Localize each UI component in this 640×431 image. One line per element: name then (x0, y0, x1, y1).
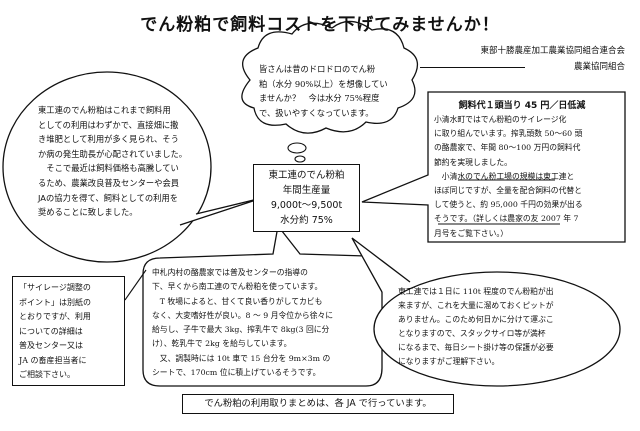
text-line: についての詳細は (19, 326, 83, 336)
top-thought-cloud (241, 20, 419, 134)
page-title: でん粉粕で飼料コストを下げてみませんか！ (140, 15, 500, 35)
right-oval-text: 東工連では１日に 110t 程度のでん粉粕が出 来ますが、これを大量に溜めておく… (398, 285, 598, 369)
text-line: 普及センター又は (19, 341, 83, 350)
text-line: とおりですが、利用 (19, 312, 91, 321)
text-line: そこで最近は飼料価格も高騰してい (38, 163, 179, 174)
text-line: 小清水のでん粉工場の規模は東工連と (434, 171, 575, 181)
box-line: 水分約 75% (280, 215, 333, 226)
text-line: T 牧場によると、甘くて良い香りがしてカビも (152, 296, 323, 306)
text-line: になるまで、毎日シート掛け等の保護が必要 (398, 343, 554, 352)
text-line: か病の発生助長が心配されていました。 (38, 148, 188, 159)
text-line: 給与し、子牛で最大 3kg、搾乳牛で 8kg(3 回に分 (152, 325, 330, 335)
org-cooperative: 農業協同組合 (573, 62, 625, 72)
text-line: に取り組んでいます。搾乳頭数 50～60 頭 (434, 129, 583, 139)
left-speech-oval (2, 71, 212, 263)
text-line: き堆肥として利用が多く見られ、そう (38, 134, 179, 145)
middle-bubble-text: 中札内村の酪農家では普及センターの指導の 下、早くから南工連のでん粉粕を使ってい… (152, 266, 378, 380)
text-line: としての利用はわずかで、直接畑に撒 (38, 119, 179, 130)
text-line: 奨めることに致しました。 (38, 207, 138, 218)
text-line: 又、調製時には 10t 車で 15 台分を 9m×3m の (152, 353, 331, 363)
cloud-dot-1 (287, 142, 307, 154)
text-line: になりますがご理解下さい。 (398, 357, 500, 366)
cloud-dot-2 (294, 155, 306, 163)
box-line: 9,000t～9,500t (270, 200, 343, 211)
production-summary-box: 東工連のでん粉粕 年間生産量 9,000t～9,500t 水分約 75% (253, 164, 360, 232)
text-line: 「サイレージ調整の (19, 283, 91, 292)
text-line: JA の畜産担当者に (19, 355, 87, 365)
left-bubble-text: 東工連のでん粉粕はこれまで飼料用 としての利用はわずかで、直接畑に撒 き堆肥とし… (38, 103, 188, 220)
feed-cost-heading: 飼料代１頭当り 45 円／日低減 (458, 101, 586, 111)
text-line: 皆さんは昔のドロドロのでん粉 (259, 64, 376, 74)
text-line: 下、早くから南工連のでん粉粕を使っています。 (152, 282, 323, 292)
text-line: ませんか？ 今は水分 75%程度 (259, 93, 380, 104)
text-line: 東工連のでん粉粕はこれまで飼料用 (38, 105, 171, 115)
side-connector (124, 269, 147, 301)
text-line: 来ますが、これを大量に溜めておくピットが (398, 301, 554, 310)
text-line: ありません。このため何日かに分けて運ぶこ (398, 315, 554, 324)
text-line: ほぼ同じですが、全量を配合飼料の代替と (434, 186, 582, 196)
box-line: 年間生産量 (282, 185, 331, 196)
org-blank-line (420, 67, 525, 68)
text-line: 節約を実現しました。 (434, 157, 512, 167)
right-box-text: 小清水町ではでん粉粕のサイレージ化 に取り組んでいます。搾乳頭数 50～60 頭… (434, 113, 622, 241)
text-line: 粕（水分 90%以上）を想像してい (259, 78, 388, 89)
text-line: の酪農家で、年間 80～100 万円の飼料代 (434, 143, 581, 153)
right-oval-tail (351, 237, 411, 293)
right-speech-oval (373, 271, 621, 387)
org-federation: 東部十勝農産加工農業協同組合連合会 (480, 46, 625, 56)
text-line: JAの協力を得て、飼料としての利用を (38, 192, 179, 203)
text-line: 中札内村の酪農家では普及センターの指導の (152, 268, 308, 277)
silage-advice-box: 「サイレージ調整の ポイント」は別紙の とおりですが、利用 についての詳細は 普… (12, 276, 125, 386)
text-line: 東工連では１日に 110t 程度のでん粉粕が出 (398, 287, 554, 296)
text-line: そうです。（詳しくは農家の友 2007 年 7 (434, 214, 579, 224)
text-line: シートで、170cm 位に積上げているそうです。 (152, 368, 321, 378)
text-line: ご相談下さい。 (19, 370, 75, 379)
text-line: け）、乾乳牛で 2kg を給与しています。 (152, 339, 292, 349)
text-line: るため、農業改良普及センターや会員 (38, 177, 180, 188)
text-line: して使うと、約 95,000 千円の効果が出る (434, 200, 583, 210)
top-cloud-text: 皆さんは昔のドロドロのでん粉 粕（水分 90%以上）を想像してい ませんか？ 今… (259, 62, 391, 120)
text-line: なく、大変嗜好性が良い。8 ～ 9 月令位から徐々に (152, 310, 334, 320)
text-line: ポイント」は別紙の (19, 297, 91, 307)
right-callout-box (361, 91, 626, 243)
text-line: 月号をご覧下さい。） (434, 228, 509, 238)
footer-note-box: でん粉粕の利用取りまとめは、各 JA で行っています。 (182, 394, 454, 414)
text-line: で、扱いやすくなっています。 (259, 107, 374, 118)
text-line: 小清水町ではでん粉粕のサイレージ化 (434, 115, 567, 124)
box-line: 東工連のでん粉粕 (268, 170, 345, 181)
text-line: となりますので、スタックサイロ等が満杯 (398, 329, 546, 338)
